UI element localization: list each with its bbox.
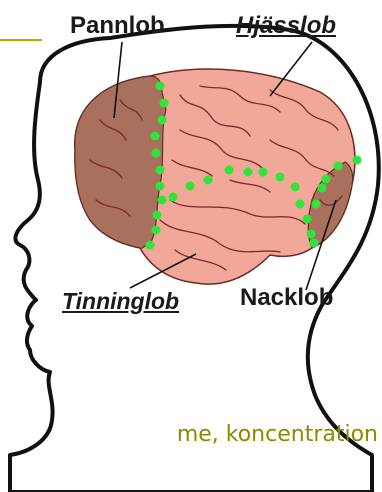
- boundary-dot: [156, 82, 165, 91]
- boundary-dot: [156, 182, 165, 191]
- frontal-lobe-label: Pannlob: [70, 14, 165, 38]
- boundary-dot: [318, 184, 327, 193]
- boundary-dot: [276, 173, 285, 182]
- boundary-dot: [186, 182, 195, 191]
- boundary-dot: [156, 166, 165, 175]
- boundary-dot: [291, 183, 300, 192]
- boundary-dot: [353, 156, 362, 165]
- occipital-lobe-label: Nacklob: [240, 286, 333, 310]
- caption-text: me, koncentration: [177, 415, 378, 455]
- boundary-dot: [225, 166, 234, 175]
- boundary-dot: [310, 239, 319, 248]
- boundary-dot: [146, 241, 155, 250]
- boundary-dot: [152, 226, 161, 235]
- boundary-dot: [158, 196, 167, 205]
- boundary-dot: [296, 200, 305, 209]
- boundary-dot: [151, 132, 160, 141]
- caption-strip: me, koncentration: [0, 415, 382, 455]
- boundary-dot: [312, 200, 321, 209]
- boundary-dot: [322, 175, 331, 184]
- boundary-dot: [169, 193, 178, 202]
- boundary-dot: [303, 215, 312, 224]
- boundary-dot: [153, 211, 162, 220]
- boundary-dot: [160, 99, 169, 108]
- temporal-lobe-label: Tinninglob: [62, 290, 179, 313]
- parietal-lobe-label: Hjässlob: [236, 14, 336, 38]
- boundary-dot: [204, 176, 213, 185]
- boundary-dot: [307, 230, 316, 239]
- boundary-dot: [259, 168, 268, 177]
- boundary-dot: [244, 168, 253, 177]
- boundary-dot: [158, 116, 167, 125]
- boundary-dot: [152, 149, 161, 158]
- boundary-dot: [334, 162, 343, 171]
